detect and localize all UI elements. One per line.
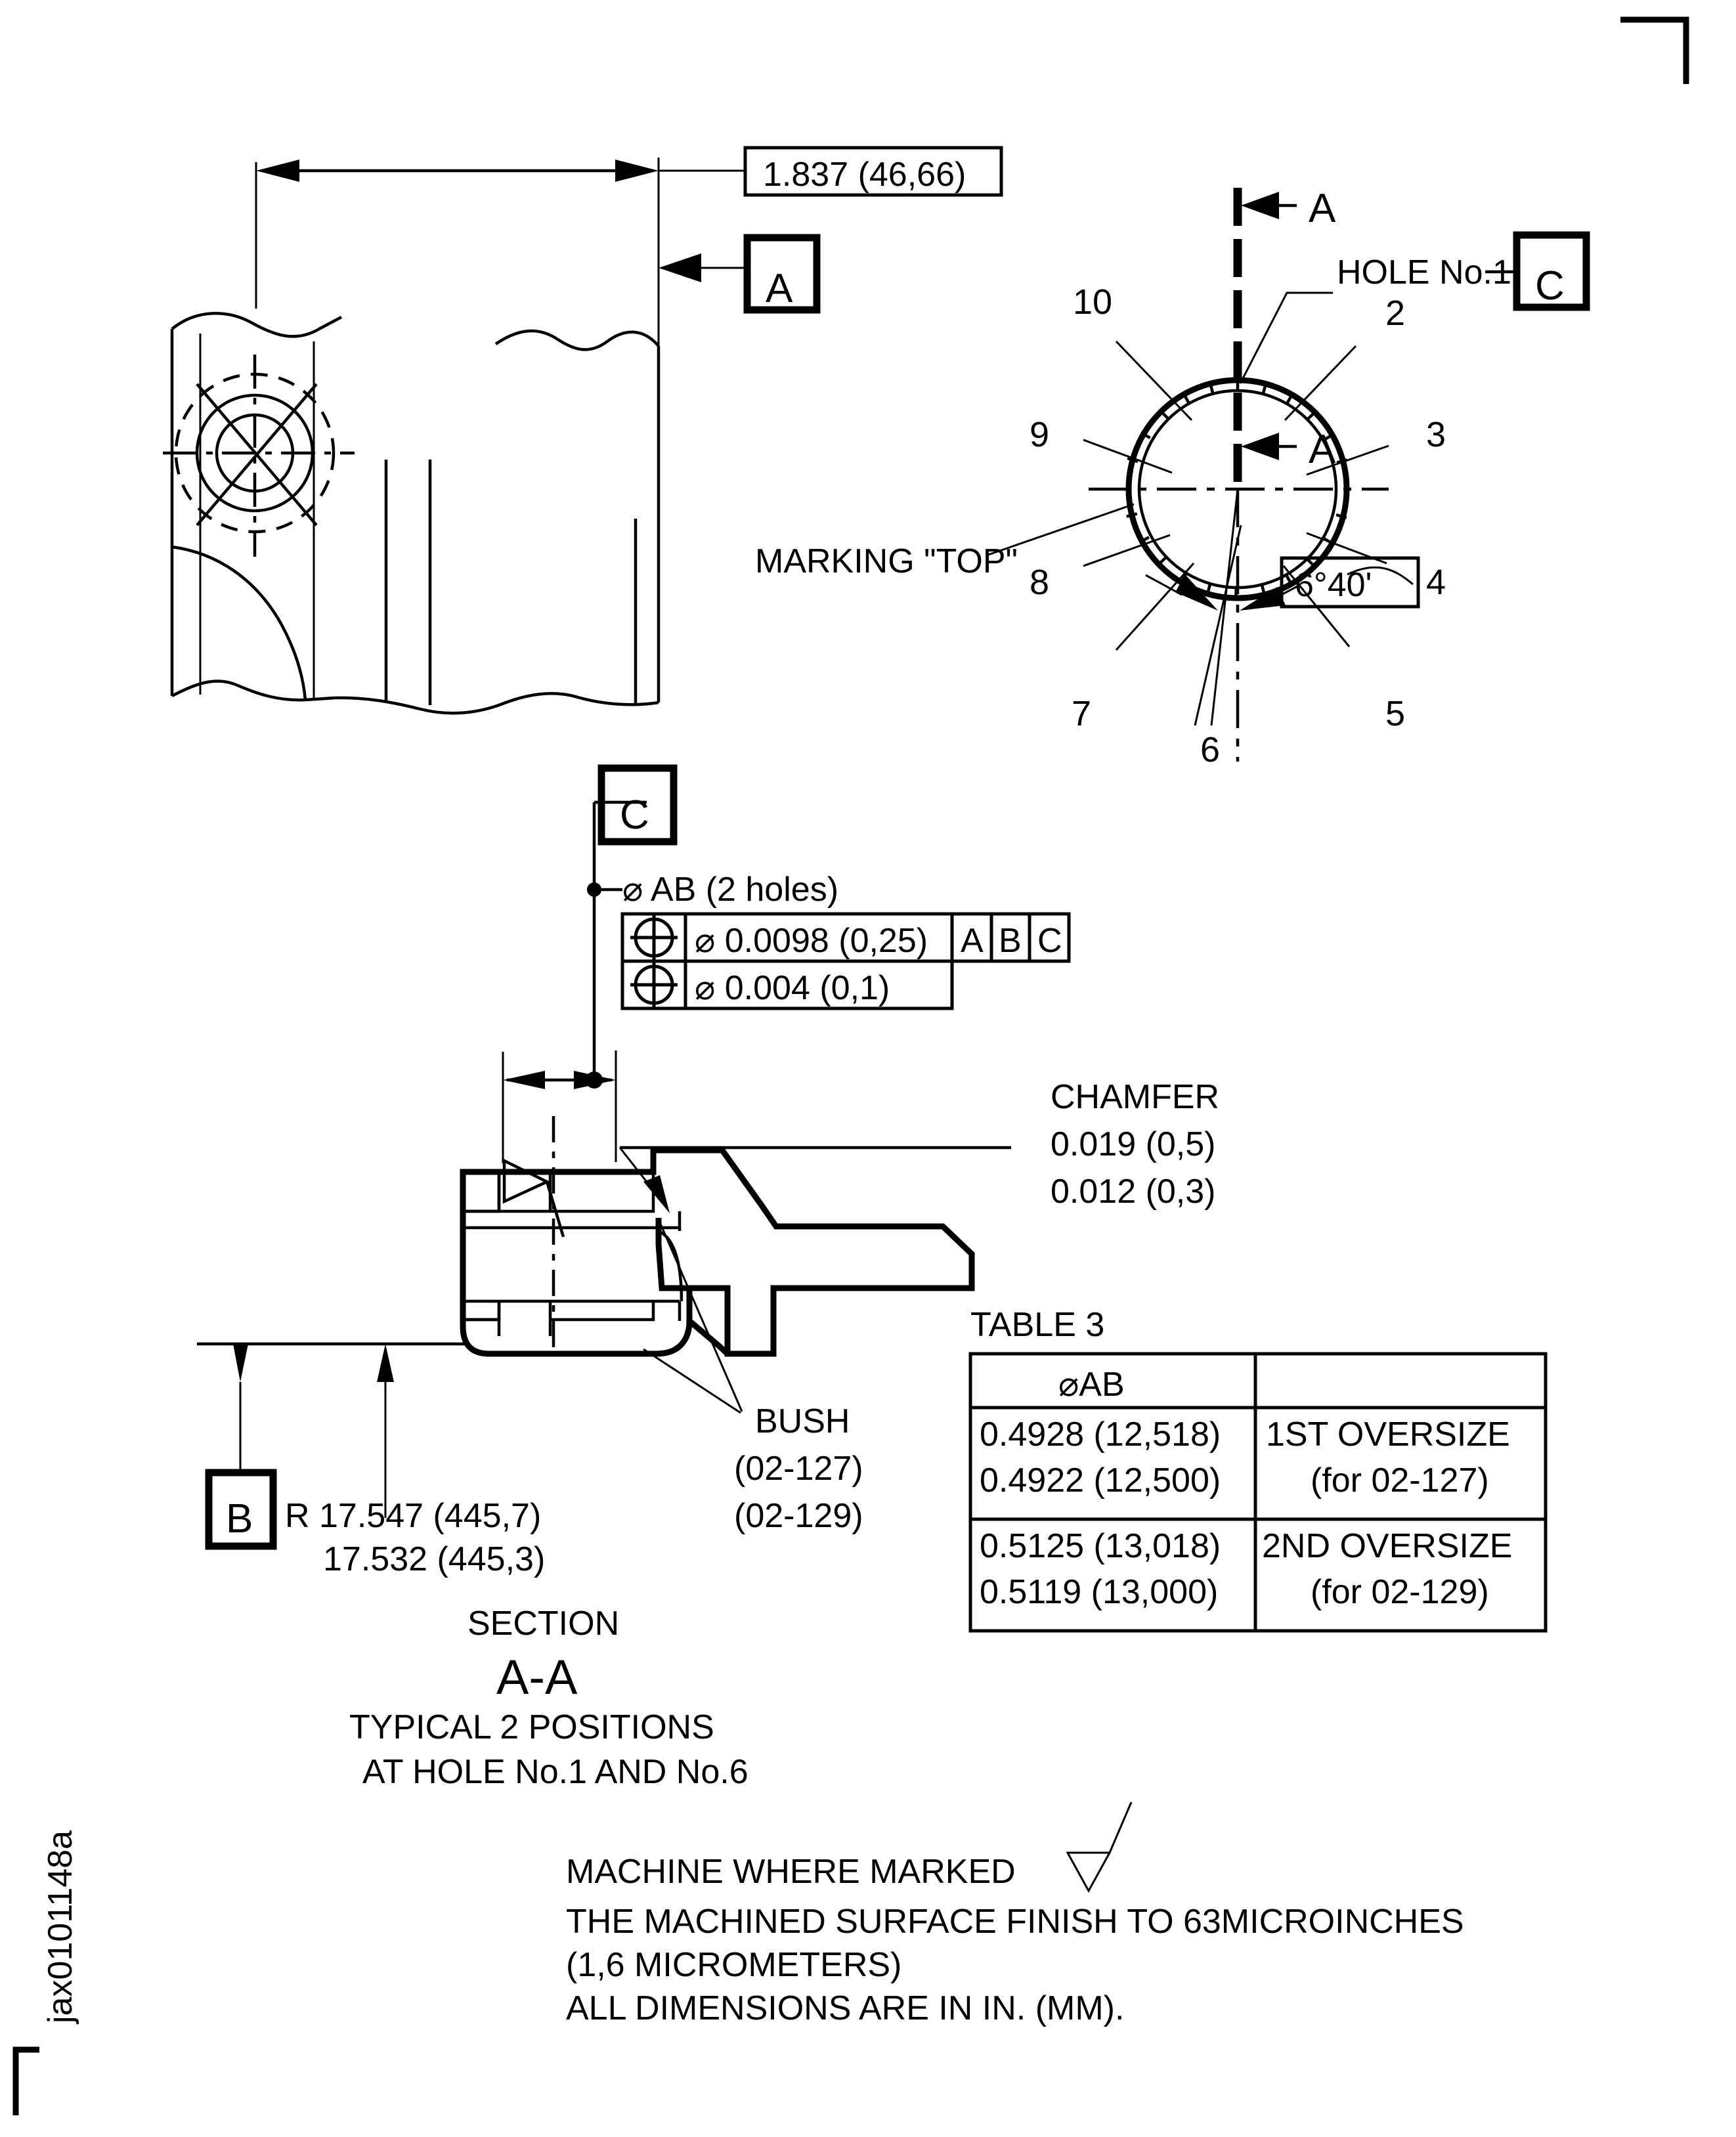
section-caption: SECTION (467, 1605, 619, 1643)
datum-c-box-gdt (597, 764, 678, 846)
hole-number-3: 3 (1426, 415, 1446, 454)
hole-number-8: 8 (1030, 563, 1049, 602)
datum-a-box (743, 234, 821, 314)
chamfer-leader (618, 1147, 670, 1213)
fcf-tolerance-1: ⌀ 0.0098 (0,25) (695, 922, 928, 960)
crop-mark-top-right (1620, 16, 1689, 84)
section-arrow-label-mid: A (1309, 427, 1336, 472)
angle-dimension-text: 6°40' (1295, 566, 1372, 604)
hole-number-4: 4 (1426, 563, 1446, 602)
hole-number-2: 2 (1385, 293, 1405, 333)
crop-mark-bottom-left (12, 2046, 39, 2115)
section-arrow-a-mid (1241, 433, 1297, 460)
datum-c-letter-topview: C (1535, 263, 1565, 309)
datum-c-letter-gdt: C (620, 792, 649, 838)
note-line-2: THE MACHINED SURFACE FINISH TO 63MICROIN… (566, 1903, 1464, 1941)
circular-end-view (987, 188, 1517, 762)
bush-part-1: (02-127) (734, 1450, 863, 1488)
position-symbol-2 (630, 961, 678, 1008)
left-partial-view (163, 158, 745, 715)
overall-dimension (255, 158, 745, 368)
table3-r2-dia-lower: 0.5119 (13,000) (980, 1573, 1218, 1611)
section-aa-geometry (197, 1050, 1011, 1518)
hole-number-6: 6 (1200, 730, 1220, 769)
chamfer-upper: 0.019 (0,5) (1051, 1125, 1216, 1163)
datum-a-leader (659, 253, 745, 282)
table3-r2-desc-upper: 2ND OVERSIZE (1262, 1527, 1512, 1565)
marking-top-label: MARKING "TOP" (755, 542, 1018, 580)
note-line-4: ALL DIMENSIONS ARE IN IN. (MM). (566, 1989, 1124, 2027)
chamfer-lower: 0.012 (0,3) (1051, 1173, 1216, 1211)
section-note-1: TYPICAL 2 POSITIONS (349, 1708, 714, 1746)
table3-title: TABLE 3 (970, 1306, 1104, 1344)
fcf-tolerance-2: ⌀ 0.004 (0,1) (695, 969, 890, 1007)
left-view-hole-detail (163, 334, 355, 698)
table3-r1-dia-lower: 0.4922 (12,500) (980, 1461, 1221, 1500)
datum-b-leader (197, 1342, 467, 1473)
surface-finish-symbol-note (1066, 1802, 1133, 1893)
section-note-2: AT HOLE No.1 AND No.6 (362, 1753, 749, 1791)
hole-number-5: 5 (1385, 694, 1405, 733)
ring-hatch-ticks (1126, 380, 1348, 597)
section-name: A-A (496, 1650, 578, 1704)
fcf-datum-b: B (999, 922, 1022, 960)
text-layer: 1.837 (46,66) A A A HOLE No.1 C MARKING … (226, 156, 1565, 2027)
radius-upper: R 17.547 (445,7) (285, 1497, 541, 1535)
note-line-3: (1,6 MICROMETERS) (566, 1946, 901, 1984)
datum-b-box (205, 1469, 277, 1550)
hole-ab-label: ⌀ AB (2 holes) (622, 871, 838, 909)
hole-no1-label: HOLE No.1 (1337, 253, 1511, 291)
hole-no1-leader (1239, 291, 1333, 384)
hole-number-leaders (987, 340, 1389, 726)
datum-b-letter: B (226, 1496, 253, 1542)
datum-a-letter: A (766, 266, 793, 311)
chamfer-title: CHAMFER (1051, 1078, 1219, 1116)
section-thickness-dimension (502, 1050, 617, 1163)
overall-dim-box (743, 146, 1003, 197)
table3-r2-dia-upper: 0.5125 (13,018) (980, 1527, 1221, 1565)
table3-r2-desc-lower: (for 02-129) (1311, 1573, 1489, 1611)
fcf-datum-a: A (961, 922, 984, 960)
hole-number-10: 10 (1073, 282, 1112, 322)
hole-number-7: 7 (1072, 694, 1091, 733)
fcf-datum-c: C (1037, 922, 1062, 960)
section-body-bush (460, 1172, 693, 1357)
bush-part-2: (02-129) (734, 1497, 863, 1535)
section-arrow-a-top (1241, 192, 1297, 219)
feature-control-frames (620, 912, 1071, 1010)
table3-header-dia: ⌀AB (1058, 1366, 1125, 1404)
sheet-id-label: jax0101148a (41, 1830, 79, 2023)
angle-dimension-6-40 (1145, 488, 1414, 726)
angle-dim-box (1280, 556, 1420, 609)
datum-c-box-topview (1513, 231, 1590, 311)
section-arrow-label-top: A (1309, 186, 1336, 231)
radius-dimension-leader (377, 1344, 394, 1518)
table3-r1-desc-upper: 1ST OVERSIZE (1266, 1415, 1510, 1454)
bush-title: BUSH (755, 1402, 850, 1440)
table3-r1-desc-lower: (for 02-127) (1311, 1461, 1489, 1500)
table3-grid (968, 1352, 1548, 1633)
position-symbol-1 (630, 914, 678, 961)
note-line-1: MACHINE WHERE MARKED (566, 1853, 1016, 1891)
bush-leaders (643, 1222, 743, 1414)
radius-lower: 17.532 (445,3) (323, 1540, 545, 1578)
table3-r1-dia-upper: 0.4928 (12,518) (980, 1415, 1221, 1454)
hole-number-9: 9 (1030, 415, 1049, 454)
overall-dimension-text: 1.837 (46,66) (763, 156, 966, 194)
left-view-outline (170, 312, 661, 715)
